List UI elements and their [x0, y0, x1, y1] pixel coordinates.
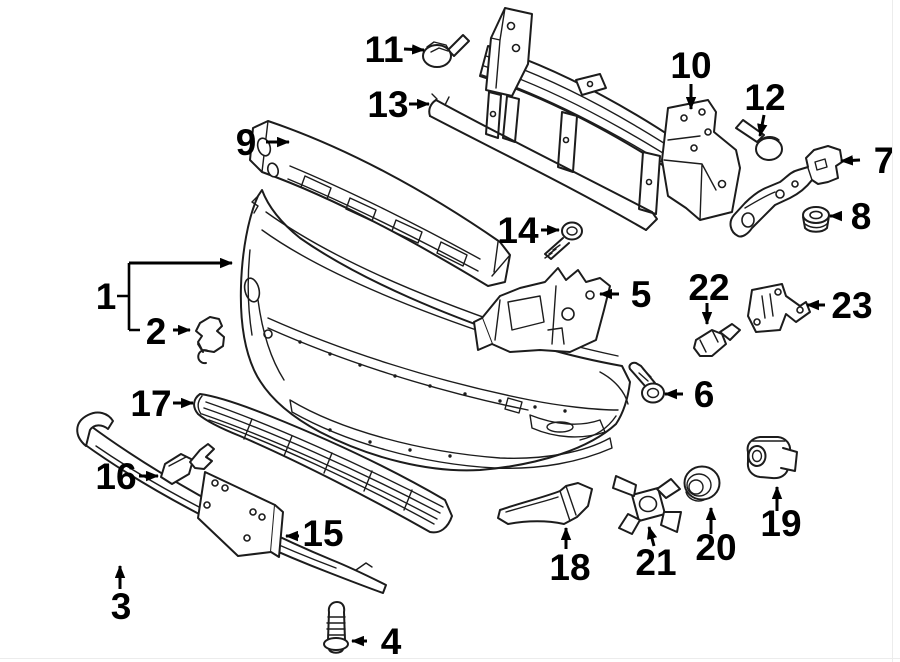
- callout-arrow-11: [403, 44, 426, 55]
- part-support-bracket: [729, 145, 843, 238]
- callout-label-17: 17: [130, 383, 171, 424]
- callout-label-4: 4: [381, 621, 402, 662]
- callout-label-14: 14: [497, 210, 539, 251]
- part-bolt-11: [422, 34, 470, 68]
- part-energy-absorber: [249, 120, 511, 287]
- callout-label-23: 23: [831, 285, 872, 326]
- part-bumper-cover: [239, 189, 631, 472]
- part-license-bracket: [197, 471, 284, 558]
- callout-label-3: 3: [111, 586, 132, 627]
- callout-label-7: 7: [874, 140, 895, 181]
- part-lower-grille: [193, 393, 453, 534]
- part-retainer-20: [683, 465, 721, 502]
- part-screw-14: [544, 221, 583, 260]
- callout-leader-1: [117, 263, 140, 332]
- part-parking-sensor: [746, 436, 798, 480]
- part-clip-2: [195, 316, 225, 365]
- part-bolt-12: [735, 119, 783, 161]
- callout-label-8: 8: [851, 196, 872, 237]
- part-bracket-23: [747, 283, 811, 333]
- callout-label-20: 20: [695, 527, 736, 568]
- window-bottom-edge: [0, 658, 900, 659]
- callout-label-21: 21: [635, 542, 676, 583]
- callout-label-16: 16: [95, 456, 136, 497]
- callout-label-19: 19: [760, 503, 801, 544]
- part-trim-18: [497, 482, 593, 525]
- part-lower-strip: [428, 93, 658, 231]
- callout-label-9: 9: [236, 122, 257, 163]
- callout-label-22: 22: [688, 267, 729, 308]
- callout-label-18: 18: [549, 547, 590, 588]
- callout-label-11: 11: [364, 29, 403, 70]
- callout-label-15: 15: [302, 513, 343, 554]
- callout-label-5: 5: [631, 274, 652, 315]
- part-impact-bar: [479, 7, 741, 221]
- callout-label-2: 2: [146, 311, 167, 352]
- callout-label-1: 1: [96, 276, 117, 317]
- part-side-bracket: [473, 267, 611, 353]
- callout-arrow-12: [757, 114, 768, 138]
- part-clip-16: [160, 443, 215, 485]
- part-sensor-22: [693, 323, 741, 357]
- part-nut: [802, 206, 830, 233]
- callout-label-12: 12: [744, 77, 785, 118]
- part-screw-6: [628, 361, 665, 404]
- callout-arrow-7: [839, 155, 861, 166]
- window-right-edge: [892, 0, 893, 662]
- callout-label-13: 13: [367, 84, 408, 125]
- part-sensor-bracket-21: [612, 475, 682, 535]
- part-screw-4: [323, 601, 349, 654]
- callout-arrow-21: [647, 525, 658, 547]
- callout-label-6: 6: [694, 374, 715, 415]
- callout-label-10: 10: [670, 45, 711, 86]
- callout-arrows: [114, 44, 861, 647]
